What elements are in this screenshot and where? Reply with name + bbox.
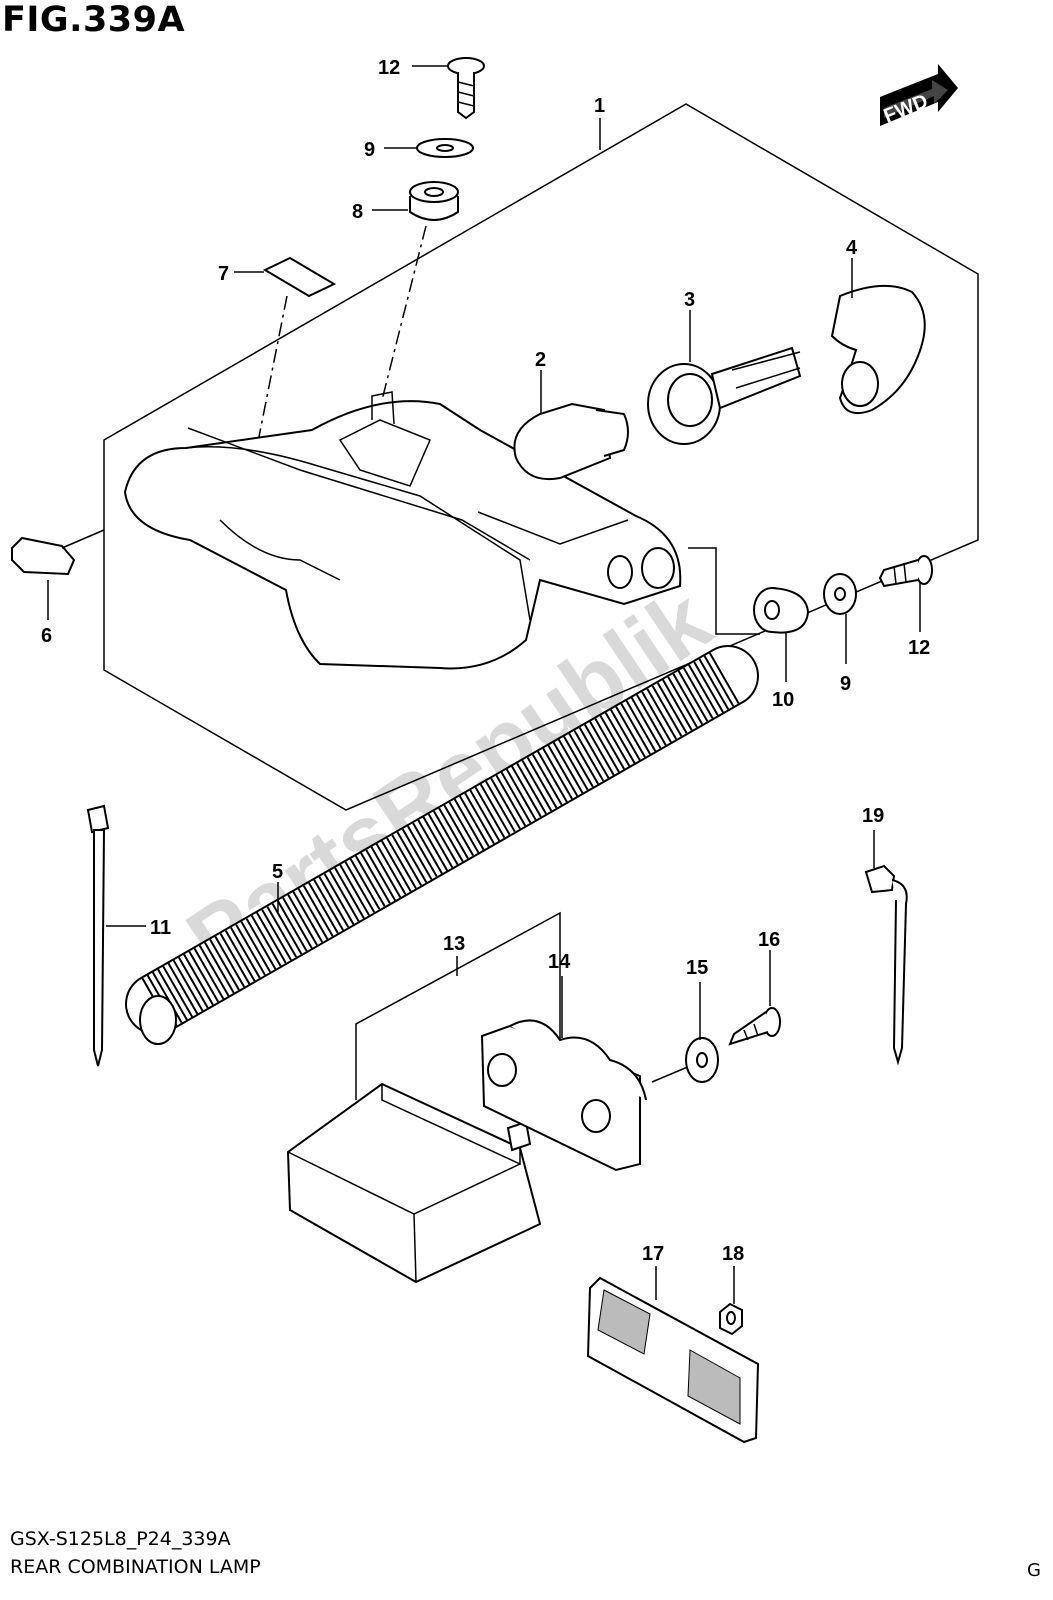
callout-11: 11: [150, 917, 171, 939]
washer-15: [685, 1037, 719, 1083]
washer-9-top: [416, 138, 474, 158]
screw-12-top: [447, 57, 485, 120]
leader-lines: [47, 65, 921, 1304]
callout-9-top: 9: [364, 139, 375, 161]
clamp-tie-19: [864, 864, 908, 1066]
corrugated-tube-5: [125, 645, 759, 1045]
screw-12-right: [878, 555, 933, 588]
corner-mark: G: [1027, 1560, 1041, 1581]
bulb-2: [513, 402, 629, 480]
callout-14: 14: [548, 951, 571, 973]
socket-boot-4: [830, 284, 926, 414]
nut-18: [719, 1302, 743, 1336]
callout-10: 10: [772, 689, 794, 711]
callout-2: 2: [535, 349, 546, 371]
callout-13: 13: [443, 933, 465, 955]
lamp-bracket-14: [480, 1019, 647, 1172]
figure-title: FIG.339A: [2, 0, 186, 40]
callout-19: 19: [862, 805, 884, 827]
grommet-8: [409, 181, 459, 221]
reflector-17: [586, 1276, 760, 1444]
callout-8: 8: [352, 201, 363, 223]
diagram-code: GSX-S125L8_P24_339A: [10, 1528, 231, 1550]
bulb-socket-3: [647, 346, 802, 445]
callout-6: 6: [41, 625, 52, 647]
screw-16: [728, 1007, 781, 1046]
callout-18: 18: [722, 1243, 744, 1265]
callout-4: 4: [846, 237, 858, 259]
callout-1: 1: [594, 95, 605, 117]
fwd-arrow-badge: FWD: [880, 64, 958, 128]
callout-12-right: 12: [908, 637, 930, 659]
label-sticker-7: [262, 256, 337, 298]
washer-9-right: [823, 573, 857, 615]
callout-17: 17: [642, 1243, 664, 1265]
assembly-frame-1: [103, 103, 979, 811]
callout-5: 5: [272, 861, 283, 883]
assembly-frame-13: [355, 911, 561, 1100]
rubber-bumper-6: [11, 529, 105, 576]
grommet-10: [753, 587, 810, 634]
cable-tie-11: [86, 804, 110, 1067]
license-lamp-13: [286, 1082, 542, 1284]
diagram-name: REAR COMBINATION LAMP: [10, 1556, 261, 1578]
callout-16: 16: [758, 929, 780, 951]
callouts: 12 9 8 7 1 2 3 4 6 10 9 12 5 11 19 13 14…: [41, 57, 930, 1265]
callout-3: 3: [684, 289, 695, 311]
callout-12-top: 12: [378, 57, 400, 79]
callout-7: 7: [218, 263, 229, 285]
callout-9-right: 9: [840, 673, 851, 695]
callout-15: 15: [686, 957, 708, 979]
